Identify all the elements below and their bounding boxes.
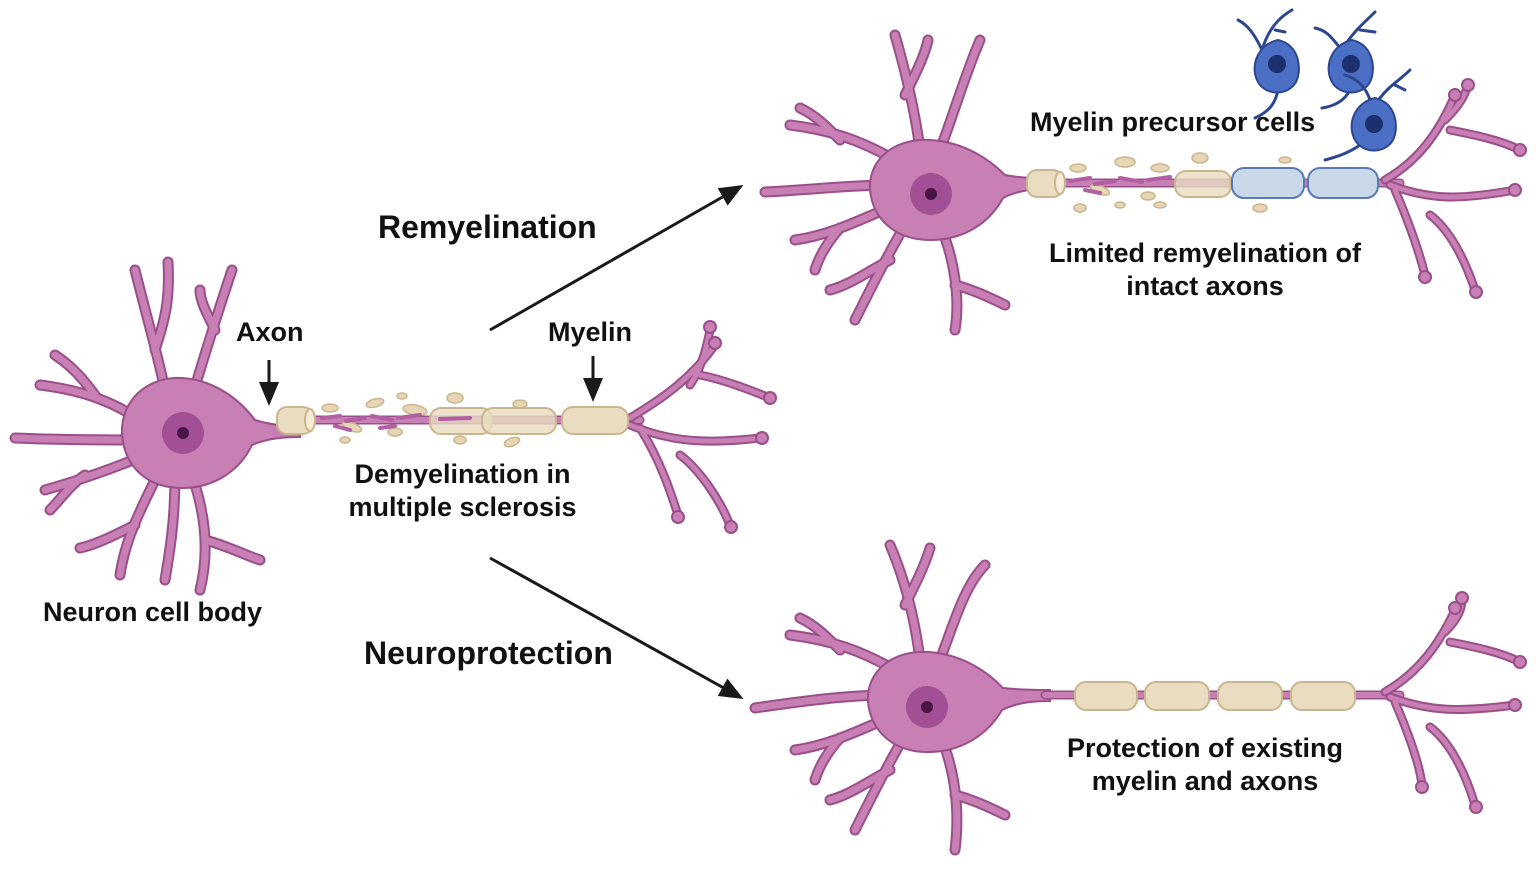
neuroprotection-arrow — [489, 556, 744, 699]
neuron-left-soma — [120, 376, 301, 490]
remyelination-label: Remyelination — [378, 209, 597, 245]
protection-label: Protection of existing myelin and axons — [1045, 732, 1365, 798]
demyelination-label-line1: Demyelination in — [354, 459, 571, 489]
oligodendrocyte-precursor-icon — [1323, 68, 1412, 162]
demyelination-label-line2: multiple sclerosis — [348, 491, 577, 522]
myelin-sheath-intact — [561, 406, 629, 435]
neuron-top-right-soma — [868, 138, 1051, 242]
new-myelin-sheath-1 — [1231, 167, 1305, 199]
new-myelin-sheath-2 — [1307, 167, 1379, 199]
intact-myelin-sheath-3 — [1217, 681, 1283, 711]
protection-label-line1: Protection of existing — [1066, 733, 1344, 763]
myelin-precursor-cells-label: Myelin precursor cells — [1030, 107, 1316, 137]
myelin-sheath-damaged-2 — [481, 407, 557, 435]
oligodendrocyte-precursor-icon — [1236, 8, 1300, 120]
neuron-left-terminal-bulbs — [671, 320, 777, 534]
neuron-top-right — [759, 29, 1527, 336]
limited-remyelination-label-line2: intact axons — [1126, 270, 1284, 301]
neuron-bottom-right-soma — [866, 650, 1051, 754]
axon-fragments-left — [320, 413, 472, 432]
protection-label-line2: myelin and axons — [1091, 765, 1319, 796]
myelin-label: Myelin — [548, 317, 633, 347]
precursor-cells — [1236, 8, 1412, 162]
neuroprotection-label: Neuroprotection — [364, 635, 613, 671]
oligodendrocyte-precursor-icon — [1313, 10, 1377, 110]
intact-myelin-sheath-2 — [1144, 681, 1210, 711]
demyelination-label: Demyelination in multiple sclerosis — [330, 458, 595, 524]
neuron-left — [9, 256, 777, 596]
intact-myelin-sheath-4 — [1290, 681, 1356, 711]
limited-remyelination-label-line1: Limited remyelination of — [1048, 238, 1362, 268]
limited-remyelination-label: Limited remyelination of intact axons — [1030, 237, 1380, 303]
axon-label: Axon — [236, 317, 304, 347]
neuron-cell-body-label: Neuron cell body — [43, 597, 263, 627]
intact-myelin-sheath-1 — [1074, 681, 1138, 711]
myelin-debris-left — [321, 392, 528, 448]
neuron-bottom-right — [749, 539, 1527, 856]
neuron-left-nucleolus — [177, 427, 189, 439]
remyelination-arrow — [489, 185, 744, 332]
